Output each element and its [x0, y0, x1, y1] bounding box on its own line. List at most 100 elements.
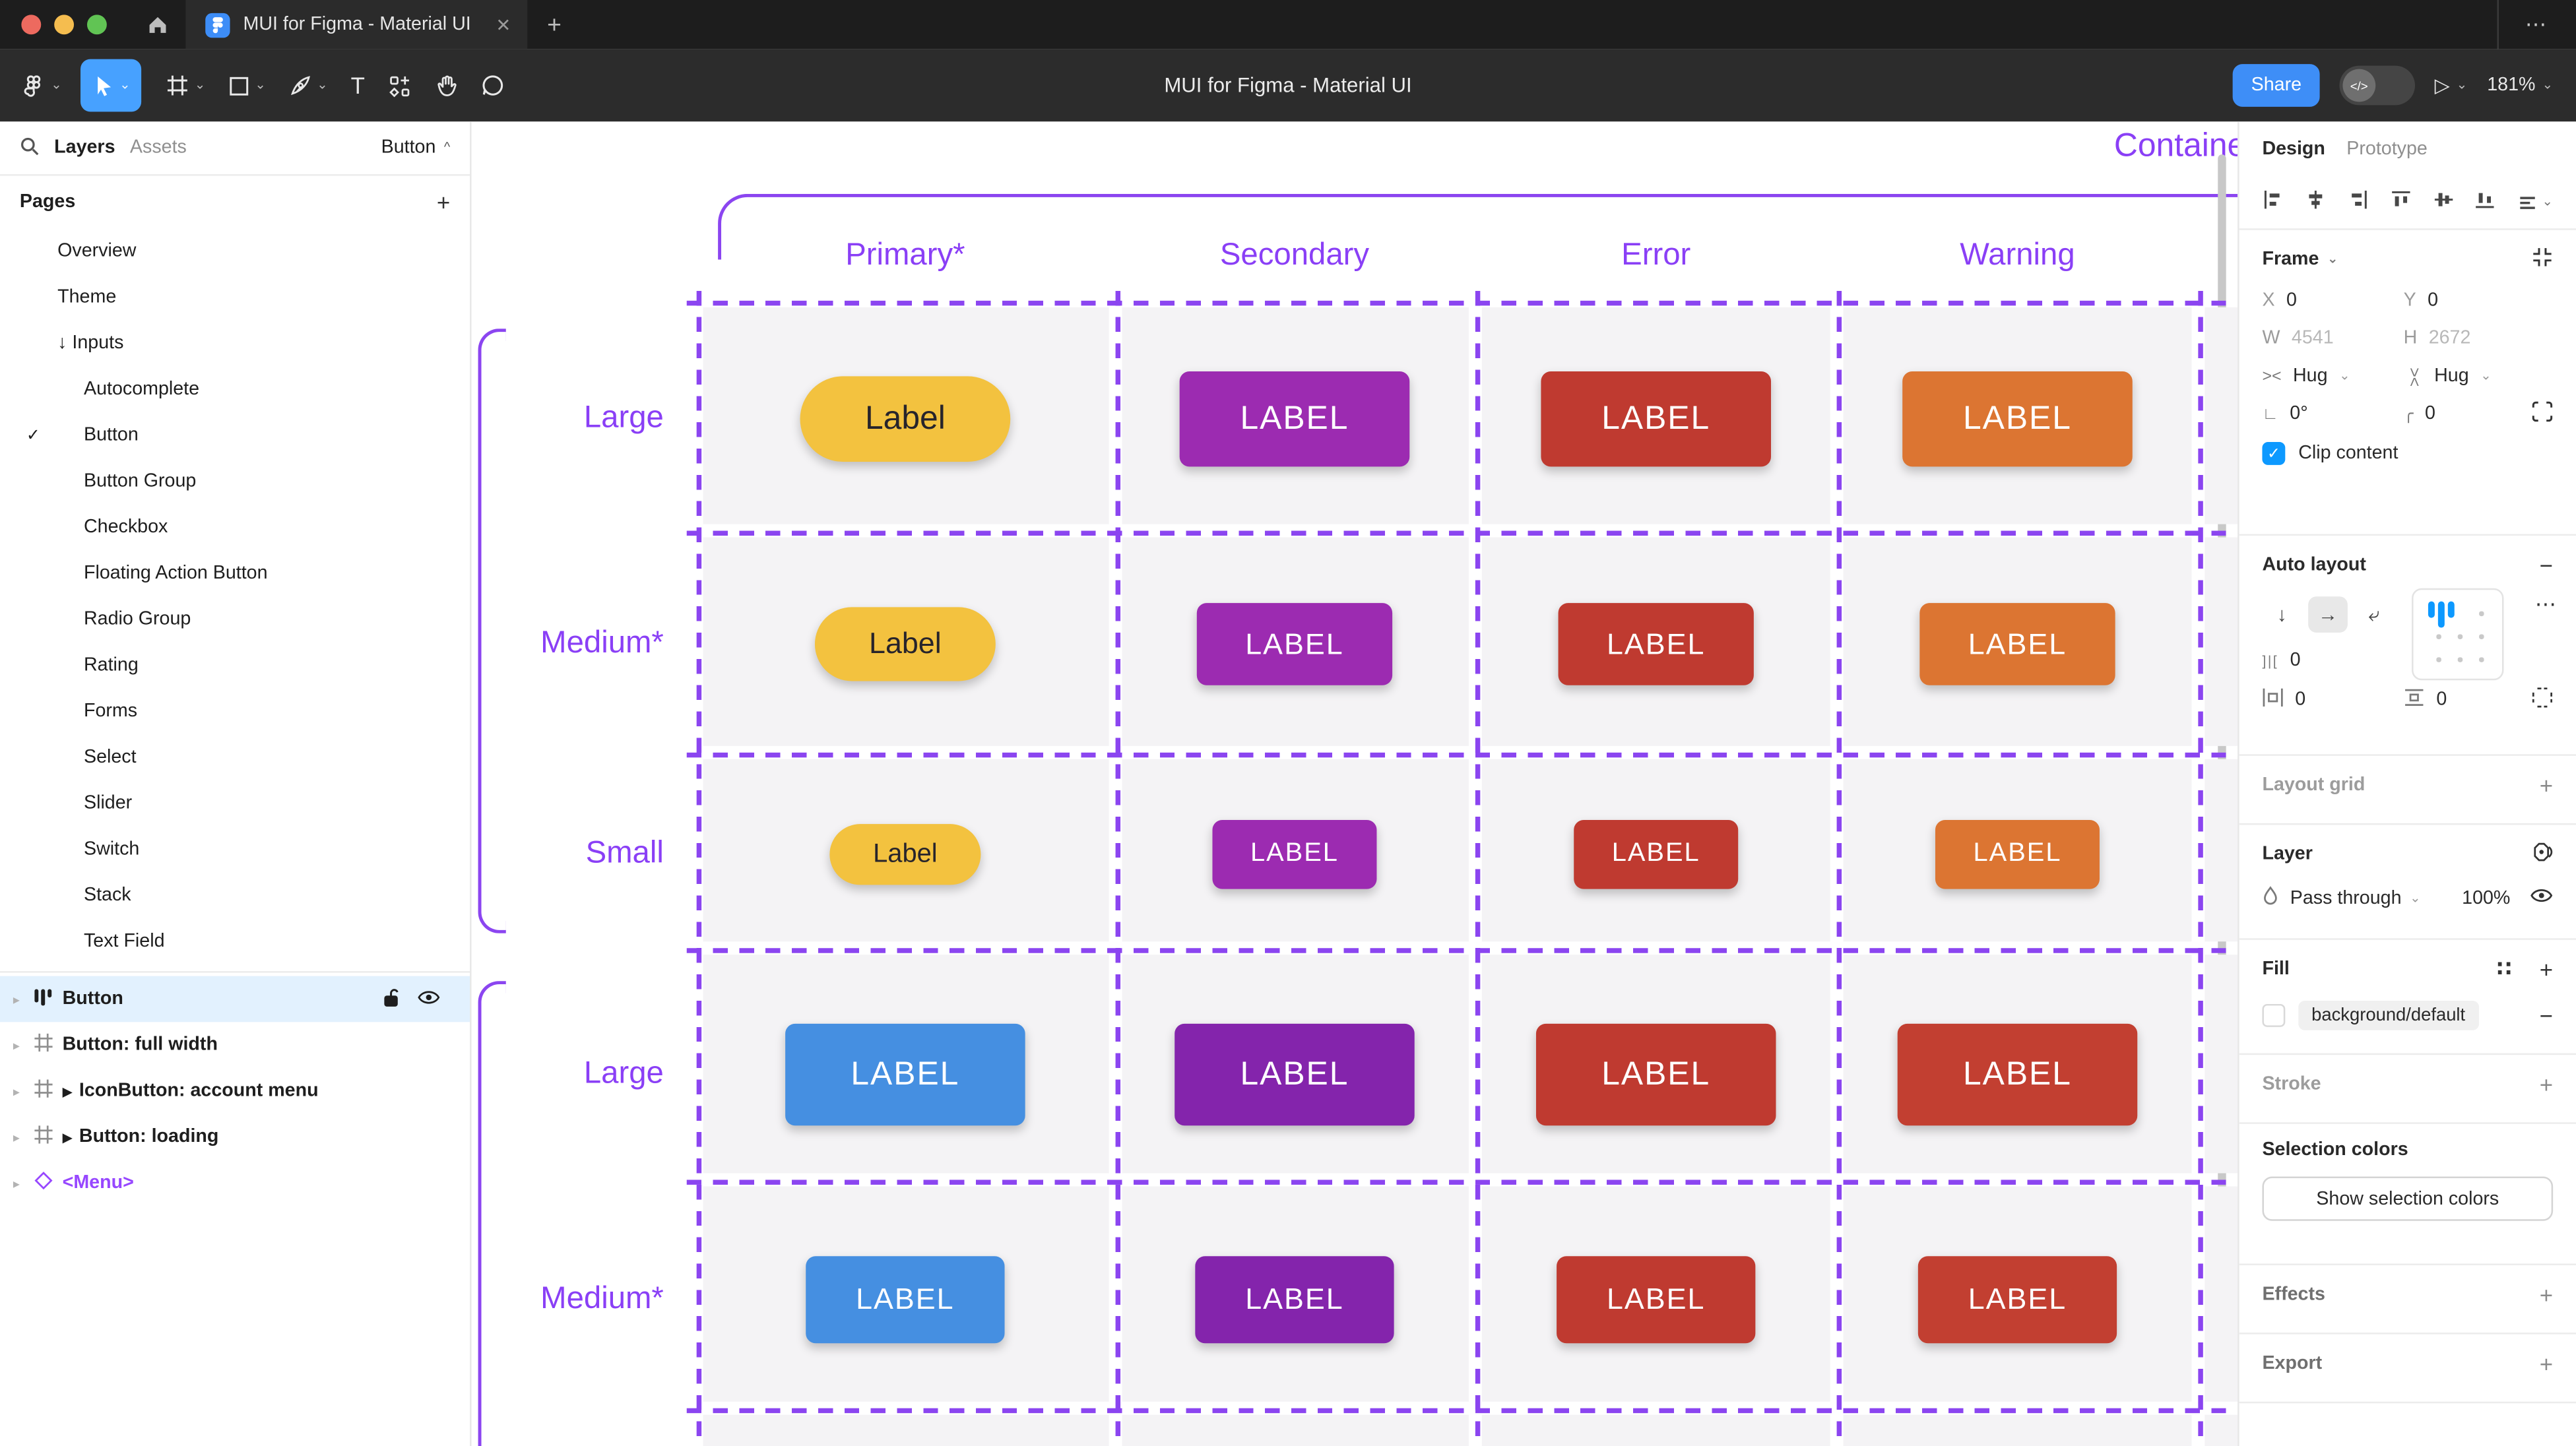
canvas-button-error-large[interactable]: LABEL	[1535, 1023, 1776, 1126]
layer-item[interactable]: ▸Button: full width	[0, 1022, 470, 1068]
frame-name-label[interactable]: Contained	[2113, 128, 2238, 165]
share-button[interactable]: Share	[2233, 64, 2320, 107]
remove-fill-icon[interactable]: −	[2539, 1002, 2554, 1029]
blend-mode-value[interactable]: Pass through	[2290, 888, 2402, 908]
add-export-icon[interactable]: +	[2539, 1350, 2554, 1377]
sidebar-page-item[interactable]: Overview	[0, 228, 470, 274]
layer-visibility-icon[interactable]	[2530, 887, 2553, 908]
move-tool[interactable]: ⌄	[80, 59, 143, 112]
sidebar-page-item[interactable]: Text Field	[0, 918, 470, 964]
fill-token[interactable]: background/default	[2298, 1000, 2479, 1030]
zoom-window-icon[interactable]	[86, 15, 107, 35]
corner-radius-field[interactable]: ╭0	[2403, 404, 2435, 424]
distribute-icon[interactable]: ⌄	[2517, 191, 2553, 212]
sidebar-page-item[interactable]: Slider	[0, 780, 470, 827]
shape-tool[interactable]: ⌄	[217, 59, 277, 112]
alignment-matrix[interactable]	[2412, 588, 2504, 681]
auto-layout-more-icon[interactable]: ⋯	[2534, 591, 2557, 617]
frame-section-title[interactable]: Frame	[2262, 249, 2319, 270]
tab-close-icon[interactable]: ✕	[496, 15, 511, 36]
fill-row[interactable]: background/default −	[2262, 1000, 2554, 1030]
item-spacing-field[interactable]: ]|[0	[2262, 650, 2301, 671]
resources-tool[interactable]	[376, 59, 424, 112]
blend-mode-icon[interactable]	[2530, 841, 2553, 867]
add-stroke-icon[interactable]: +	[2539, 1071, 2554, 1098]
canvas-button-secondary-large[interactable]: LABEL	[1179, 371, 1410, 467]
fill-color-swatch[interactable]	[2262, 1003, 2286, 1027]
home-icon[interactable]	[130, 13, 186, 36]
rotation-field[interactable]: ∟0°	[2262, 404, 2308, 424]
layer-item[interactable]: ▸<Menu>	[0, 1160, 470, 1207]
layout-horizontal-icon[interactable]: →	[2308, 596, 2348, 633]
canvas-button-warning-small[interactable]: LABEL	[1935, 819, 2100, 889]
vertical-sizing-field[interactable]: ><Hug⌄	[2404, 366, 2492, 387]
hand-tool[interactable]	[424, 59, 470, 112]
close-window-icon[interactable]	[21, 15, 42, 35]
horizontal-padding-field[interactable]: 0	[2262, 688, 2403, 712]
dev-mode-toggle[interactable]: </>	[2339, 65, 2415, 106]
sidebar-page-item[interactable]: Switch	[0, 827, 470, 873]
sidebar-page-item[interactable]: Rating	[0, 643, 470, 689]
opacity-value[interactable]: 100%	[2462, 888, 2511, 908]
show-selection-colors-button[interactable]: Show selection colors	[2262, 1176, 2554, 1221]
present-button[interactable]: ▷ ⌄	[2435, 74, 2468, 97]
tab-prototype[interactable]: Prototype	[2346, 139, 2428, 159]
align-top-icon[interactable]	[2390, 189, 2411, 215]
comment-tool[interactable]	[470, 59, 516, 112]
chevron-right-icon[interactable]: ▸	[13, 1083, 20, 1099]
canvas-button-secondary-small[interactable]: LABEL	[1212, 819, 1377, 889]
sidebar-page-item[interactable]: Stack	[0, 873, 470, 919]
canvas-button-warning-medium[interactable]: LABEL	[1919, 603, 2115, 685]
selection-jump-chip[interactable]: Button ^	[381, 138, 451, 158]
minimize-window-icon[interactable]	[54, 15, 75, 35]
canvas-button-secondary-medium[interactable]: LABEL	[1195, 1256, 1394, 1344]
align-h-center-icon[interactable]	[2305, 189, 2326, 215]
chevron-right-icon[interactable]: ▸	[13, 1176, 20, 1191]
sidebar-page-item[interactable]: Autocomplete	[0, 366, 470, 412]
tab-layers[interactable]: Layers	[54, 138, 115, 158]
add-effect-icon[interactable]: +	[2539, 1281, 2554, 1308]
tab-assets[interactable]: Assets	[129, 138, 187, 158]
window-more-icon[interactable]: ⋯	[2497, 0, 2576, 49]
align-bottom-icon[interactable]	[2475, 189, 2496, 215]
sidebar-page-item[interactable]: Select	[0, 734, 470, 780]
sidebar-page-item[interactable]: Floating Action Button	[0, 550, 470, 596]
layout-wrap-icon[interactable]: ⤶	[2368, 602, 2380, 625]
canvas-button-primary-large[interactable]: Label	[800, 376, 1011, 462]
canvas-button-error-medium[interactable]: LABEL	[1558, 603, 1754, 685]
zoom-level-menu[interactable]: 181% ⌄	[2487, 76, 2553, 96]
layer-item[interactable]: ▸Button	[0, 976, 470, 1022]
sidebar-page-item[interactable]: Radio Group	[0, 596, 470, 643]
sidebar-page-item[interactable]: Theme	[0, 274, 470, 321]
document-title[interactable]: MUI for Figma - Material UI	[1164, 74, 1412, 97]
canvas-button-primary-small[interactable]: Label	[829, 824, 981, 885]
text-tool[interactable]: T	[339, 59, 376, 112]
file-tab[interactable]: MUI for Figma - Material UI ✕	[185, 0, 528, 49]
frame-tool[interactable]: ⌄	[155, 59, 217, 112]
collapse-panel-icon[interactable]	[2532, 247, 2553, 273]
clip-content-row[interactable]: ✓ Clip content	[2262, 442, 2553, 465]
search-icon[interactable]	[20, 135, 40, 160]
sidebar-page-item[interactable]: Checkbox	[0, 505, 470, 551]
canvas-button-warning-large[interactable]: LABEL	[1897, 1023, 2138, 1126]
window-controls[interactable]	[0, 15, 130, 35]
new-tab-button[interactable]: +	[547, 11, 562, 39]
layer-item[interactable]: ▸▶Button: loading	[0, 1114, 470, 1160]
independent-padding-icon[interactable]	[2532, 687, 2553, 713]
canvas-button-secondary-large[interactable]: LABEL	[1175, 1023, 1415, 1126]
add-layout-grid-icon[interactable]: +	[2539, 772, 2554, 799]
canvas-button-error-large[interactable]: LABEL	[1541, 371, 1772, 467]
tab-design[interactable]: Design	[2262, 139, 2325, 159]
layer-item[interactable]: ▸▶IconButton: account menu	[0, 1068, 470, 1114]
add-page-icon[interactable]: +	[436, 189, 451, 216]
sidebar-page-item[interactable]: Forms	[0, 689, 470, 735]
canvas-button-error-medium[interactable]: LABEL	[1557, 1256, 1756, 1344]
canvas-button-primary-medium[interactable]: Label	[814, 607, 996, 681]
canvas-button-secondary-medium[interactable]: LABEL	[1196, 603, 1393, 685]
add-fill-icon[interactable]: +	[2539, 956, 2554, 983]
clip-content-checkbox[interactable]: ✓	[2262, 442, 2286, 465]
sidebar-page-item[interactable]: Button Group	[0, 458, 470, 505]
